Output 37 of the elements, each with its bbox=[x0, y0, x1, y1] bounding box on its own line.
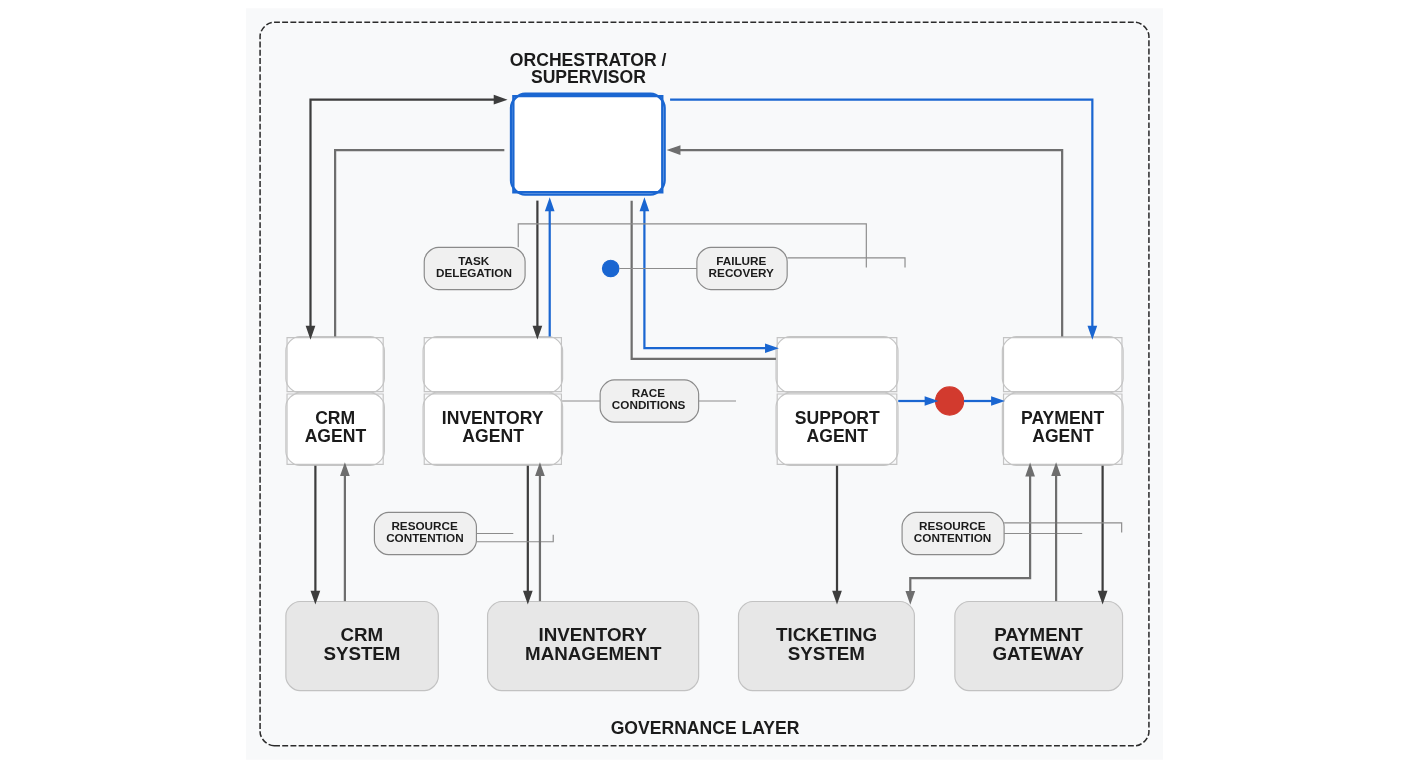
arrow bbox=[522, 465, 533, 605]
node-circle bbox=[934, 386, 964, 416]
arrow bbox=[1050, 462, 1061, 602]
arrow bbox=[897, 396, 938, 406]
arrow bbox=[534, 462, 545, 602]
arrow bbox=[666, 145, 1063, 337]
connector bbox=[1003, 532, 1083, 535]
node-box: RESOURCE CONTENTION bbox=[901, 511, 1005, 556]
arrow bbox=[669, 98, 1097, 340]
node-circle bbox=[601, 259, 619, 278]
arrow bbox=[532, 200, 542, 340]
connector bbox=[475, 534, 554, 543]
connector bbox=[333, 148, 504, 337]
arrow bbox=[1097, 465, 1107, 605]
node-box: CRM SYSTEM bbox=[284, 600, 439, 692]
connector bbox=[786, 257, 906, 269]
node-box: RACE CONDITIONS bbox=[599, 379, 699, 423]
connector bbox=[697, 400, 737, 402]
connector bbox=[517, 223, 867, 268]
arrow bbox=[963, 396, 1005, 406]
arrow bbox=[544, 197, 555, 337]
node-box: TICKETING SYSTEM bbox=[737, 600, 915, 692]
arrow bbox=[904, 462, 1035, 605]
arrow bbox=[310, 465, 320, 605]
connector bbox=[475, 532, 514, 535]
arrow bbox=[339, 462, 350, 602]
node-label: ORCHESTRATOR / SUPERVISOR bbox=[509, 49, 666, 88]
node-box: INVENTORY MANAGEMENT bbox=[486, 600, 699, 692]
node-box: TASK DELEGATION bbox=[423, 246, 526, 291]
arrow bbox=[305, 94, 508, 340]
node-box: RESOURCE CONTENTION bbox=[373, 511, 477, 556]
arrow bbox=[831, 465, 842, 605]
node-box: FAILURE RECOVERY bbox=[695, 246, 788, 291]
connector bbox=[1003, 522, 1122, 534]
connector bbox=[561, 400, 601, 402]
connector bbox=[618, 267, 697, 270]
node-box: PAYMENT GATEWAY bbox=[953, 600, 1123, 692]
